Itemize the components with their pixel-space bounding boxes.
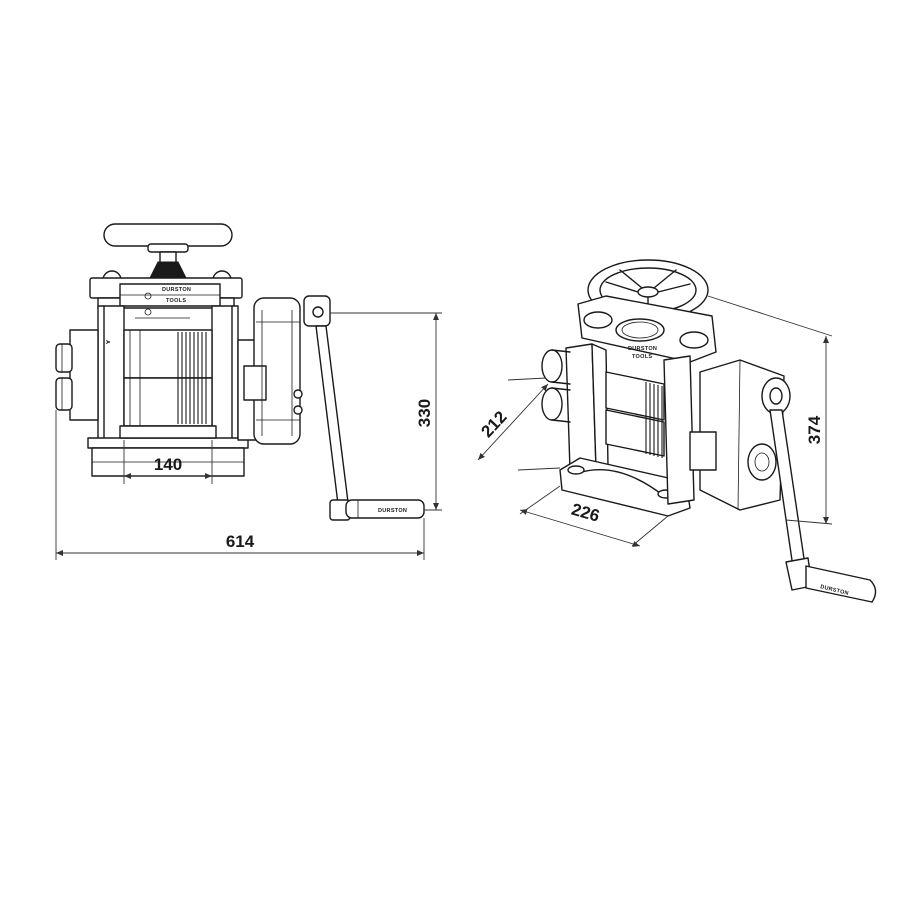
front-height-label: 330 bbox=[415, 399, 434, 427]
front-crank: DURSTON bbox=[303, 295, 425, 521]
iso-height-label: 374 bbox=[805, 415, 824, 444]
front-side-rollers bbox=[55, 329, 99, 421]
front-dim-614: 614 bbox=[55, 410, 425, 560]
front-side-mark-1: A bbox=[104, 340, 110, 344]
front-frame: A bbox=[87, 305, 249, 477]
front-roller-width-label: 140 bbox=[154, 455, 182, 474]
front-roller-threads bbox=[177, 332, 207, 424]
front-brand-label: DURSTON bbox=[162, 287, 191, 293]
front-view: DURSTON TOOLS A bbox=[55, 223, 442, 560]
front-top-bar: DURSTON TOOLS bbox=[89, 270, 243, 319]
front-handle-brand-label: DURSTON bbox=[378, 508, 407, 514]
front-dim-140: 140 bbox=[123, 440, 213, 484]
front-dim-330: 330 bbox=[330, 312, 442, 511]
iso-view: DURSTON TOOLS bbox=[477, 259, 877, 603]
iso-crank: DURSTON bbox=[761, 377, 877, 603]
iso-base bbox=[559, 457, 691, 517]
iso-width-label: 226 bbox=[569, 500, 602, 526]
front-brand-sub-label: TOOLS bbox=[166, 298, 186, 304]
iso-brand-sub-label: TOOLS bbox=[632, 354, 652, 360]
iso-brand-label: DURSTON bbox=[628, 346, 657, 352]
front-gearbox bbox=[237, 297, 303, 445]
iso-right-frame bbox=[663, 355, 695, 505]
front-total-width-label: 614 bbox=[226, 532, 255, 551]
front-rollers bbox=[119, 329, 217, 439]
iso-top-housing: DURSTON TOOLS bbox=[577, 295, 717, 363]
iso-left-frame bbox=[541, 343, 609, 471]
front-handwheel bbox=[103, 223, 233, 279]
iso-rollers bbox=[605, 371, 665, 458]
iso-dim-374: 374 bbox=[707, 295, 833, 525]
iso-depth-label: 212 bbox=[477, 407, 510, 441]
